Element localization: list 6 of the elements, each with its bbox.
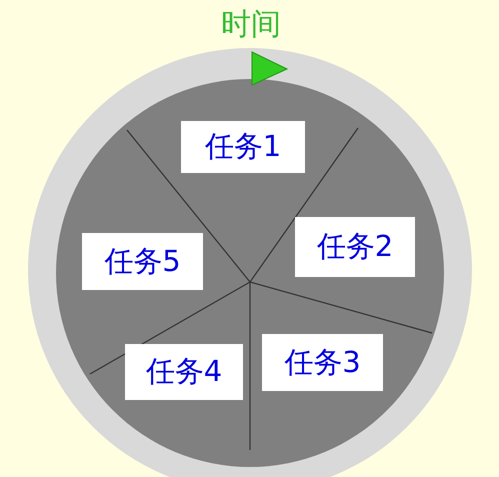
task-label: 任务5 — [82, 233, 203, 290]
task-label: 任务2 — [295, 217, 415, 277]
time-label: 时间 — [221, 6, 281, 44]
task-label: 任务3 — [262, 334, 383, 391]
task-label: 任务4 — [125, 344, 243, 400]
task-label: 任务1 — [181, 121, 305, 173]
